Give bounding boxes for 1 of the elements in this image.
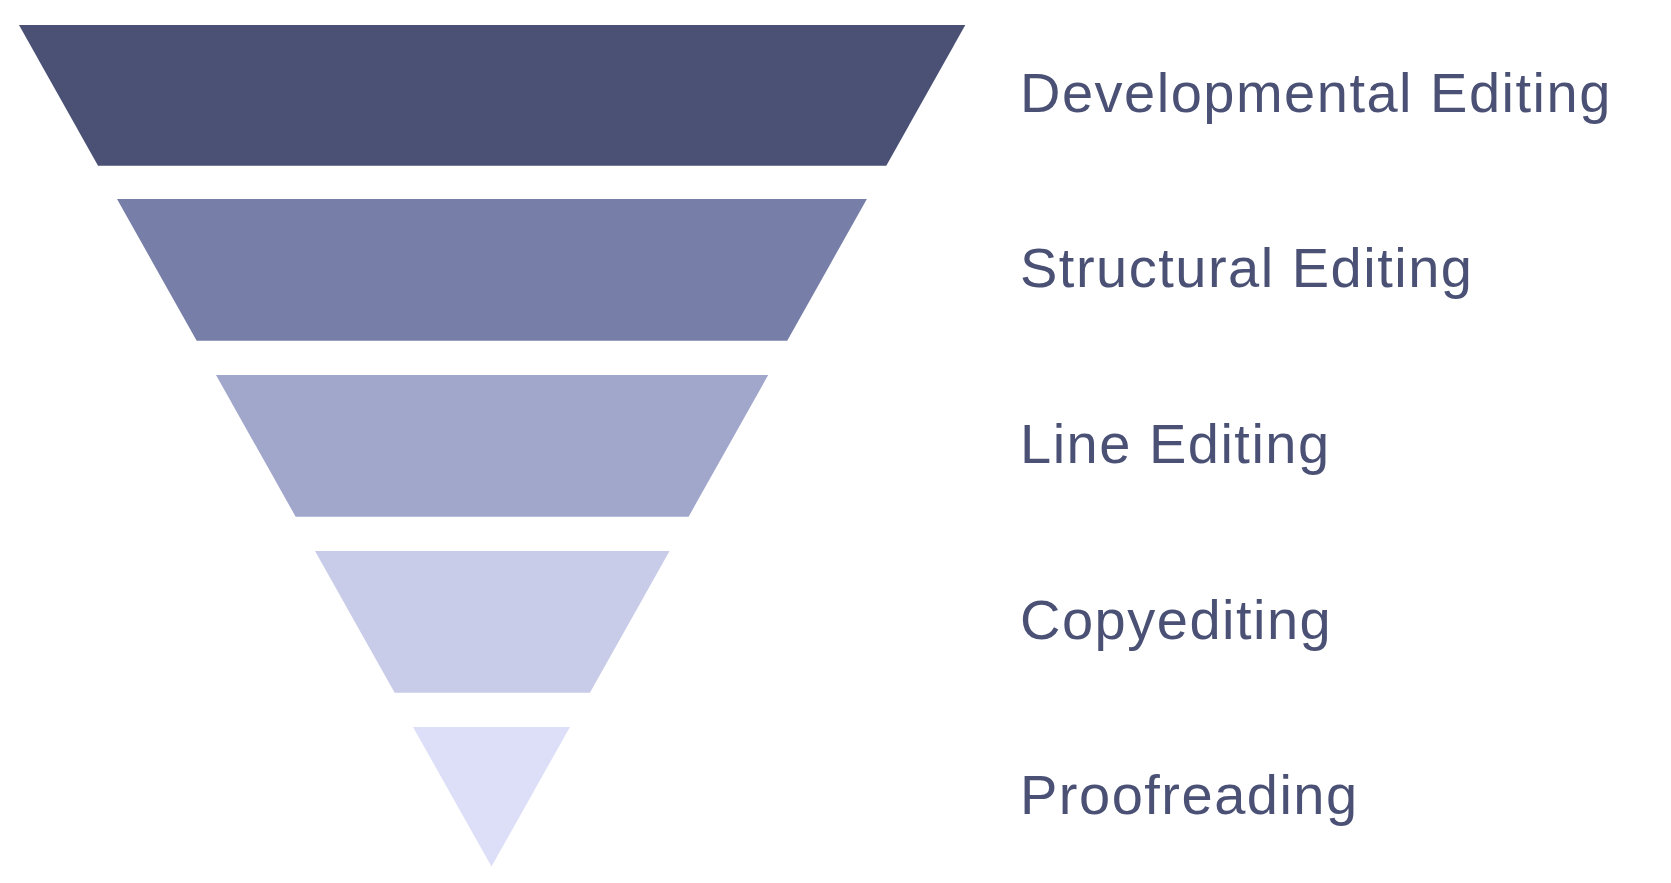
stage-label: Structural Editing <box>1020 240 1474 297</box>
